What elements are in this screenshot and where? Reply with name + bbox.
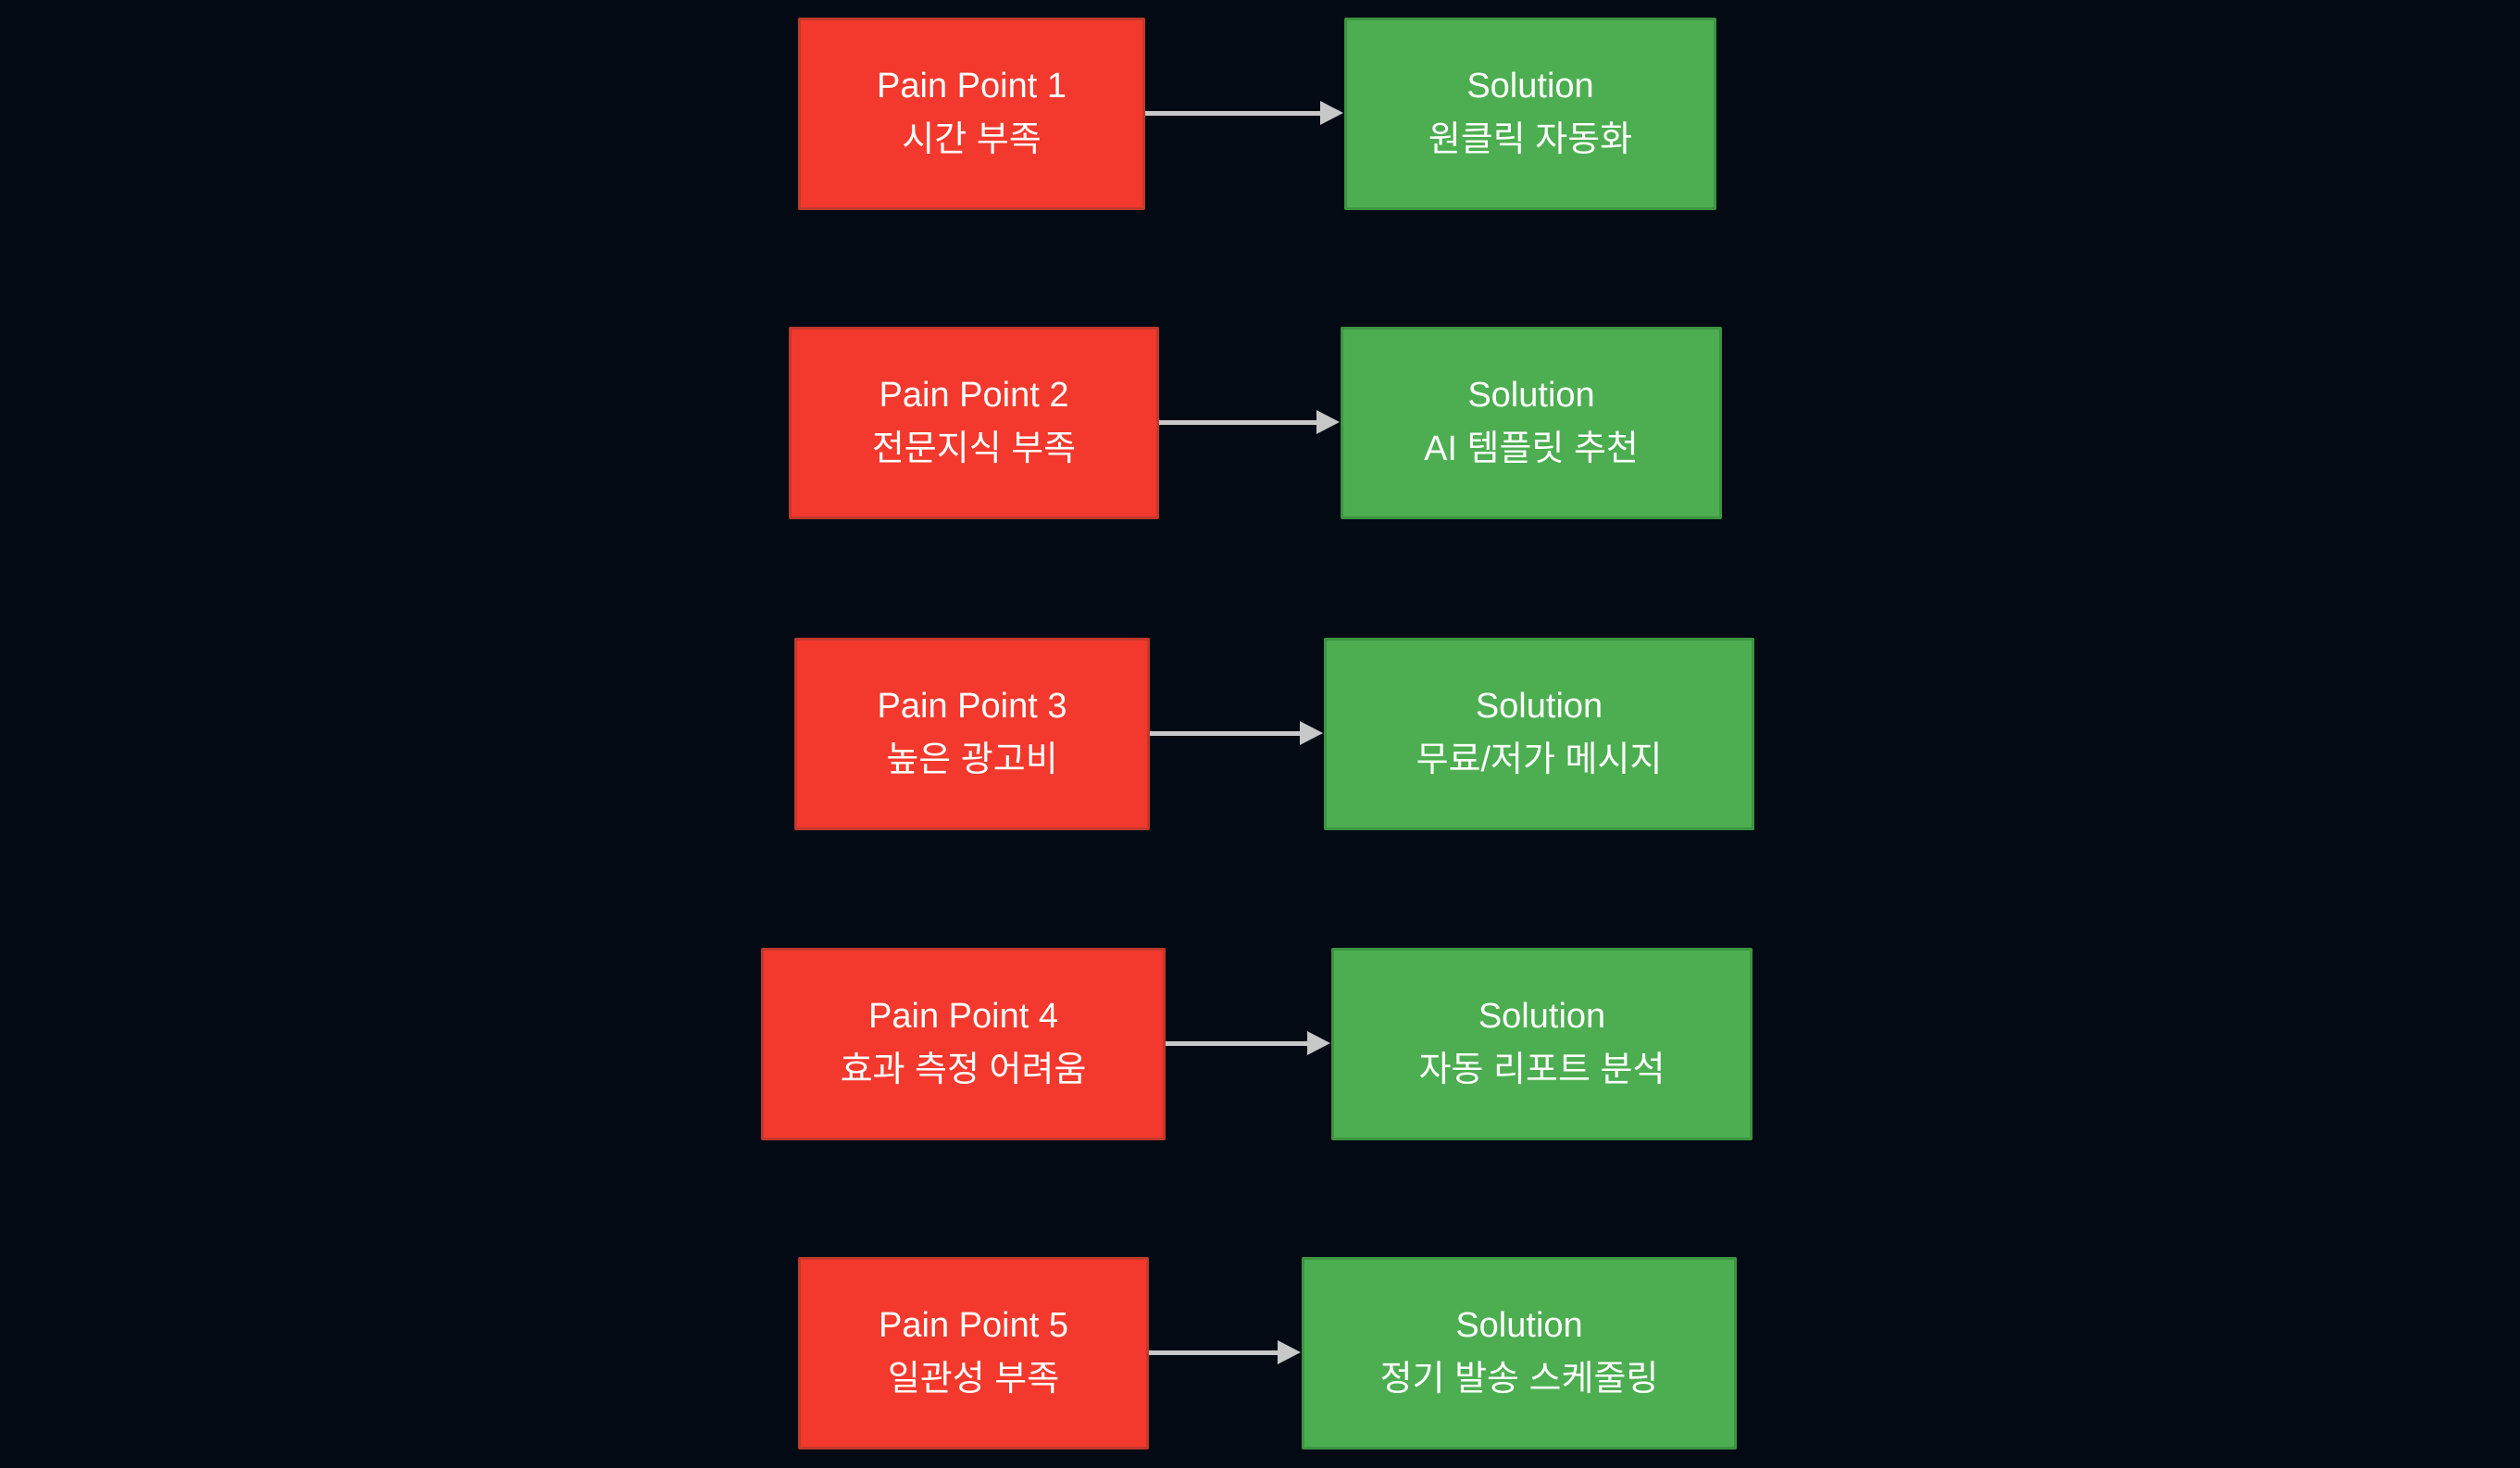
flow-row: Pain Point 2 전문지식 부족 Solution AI 템플릿 추천 <box>0 327 2520 519</box>
pain-point-node-5: Pain Point 5 일관성 부족 <box>798 1257 1149 1449</box>
solution-label: AI 템플릿 추천 <box>1424 429 1639 468</box>
solution-node-5: Solution 정기 발송 스케줄링 <box>1302 1257 1737 1449</box>
arrow-right-icon <box>1149 1340 1301 1364</box>
arrow-right-icon <box>1145 101 1343 125</box>
solution-title: Solution <box>1478 997 1606 1037</box>
solution-node-1: Solution 원클릭 자동화 <box>1344 18 1716 210</box>
pain-point-node-4: Pain Point 4 효과 측정 어려움 <box>761 948 1166 1140</box>
pain-point-label: 전문지식 부족 <box>871 429 1077 468</box>
flow-row: Pain Point 4 효과 측정 어려움 Solution 자동 리포트 분… <box>0 948 2520 1140</box>
arrow-right-icon <box>1159 410 1340 434</box>
solution-title: Solution <box>1466 67 1594 106</box>
solution-label: 자동 리포트 분석 <box>1418 1051 1665 1089</box>
pain-point-label: 일관성 부족 <box>887 1360 1060 1399</box>
solution-title: Solution <box>1475 687 1603 727</box>
flow-row: Pain Point 1 시간 부족 Solution 원클릭 자동화 <box>0 18 2520 210</box>
pain-point-label: 효과 측정 어려움 <box>840 1051 1087 1089</box>
pain-point-title: Pain Point 5 <box>879 1306 1068 1346</box>
pain-point-title: Pain Point 4 <box>868 997 1058 1037</box>
flow-row: Pain Point 3 높은 광고비 Solution 무료/저가 메시지 <box>0 638 2520 830</box>
pain-point-label: 높은 광고비 <box>886 740 1058 779</box>
solution-node-3: Solution 무료/저가 메시지 <box>1324 638 1754 830</box>
solution-title: Solution <box>1455 1306 1583 1346</box>
solution-title: Solution <box>1467 376 1595 416</box>
pain-point-title: Pain Point 2 <box>879 376 1069 416</box>
arrow-right-icon <box>1166 1031 1330 1055</box>
pain-point-label: 시간 부족 <box>902 120 1042 159</box>
arrow-right-icon <box>1150 721 1323 745</box>
solution-node-4: Solution 자동 리포트 분석 <box>1331 948 1753 1140</box>
pain-point-node-3: Pain Point 3 높은 광고비 <box>794 638 1150 830</box>
solution-label: 무료/저가 메시지 <box>1416 740 1663 779</box>
pain-point-node-1: Pain Point 1 시간 부족 <box>798 18 1145 210</box>
pain-point-node-2: Pain Point 2 전문지식 부족 <box>789 327 1159 519</box>
flow-row: Pain Point 5 일관성 부족 Solution 정기 발송 스케줄링 <box>0 1257 2520 1449</box>
solution-label: 정기 발송 스케줄링 <box>1379 1360 1659 1399</box>
solution-node-2: Solution AI 템플릿 추천 <box>1341 327 1722 519</box>
pain-point-title: Pain Point 1 <box>877 67 1067 106</box>
pain-point-title: Pain Point 3 <box>877 687 1067 727</box>
solution-label: 원클릭 자동화 <box>1428 120 1633 159</box>
